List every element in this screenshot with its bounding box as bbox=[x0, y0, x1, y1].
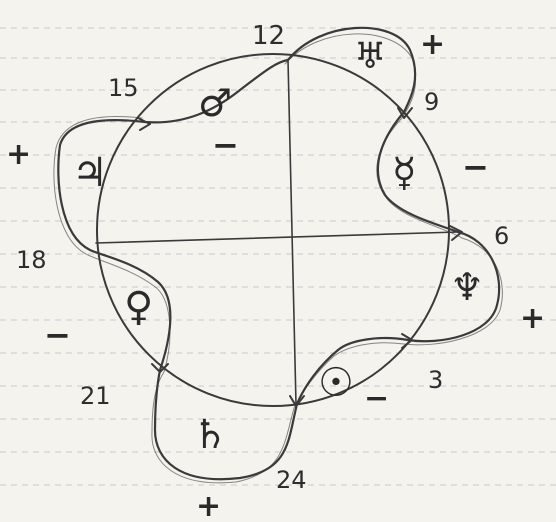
arrow-tick-3 bbox=[401, 333, 413, 349]
sign-top-right: + bbox=[420, 27, 445, 62]
hour-label-24: 24 bbox=[276, 466, 307, 494]
mars-icon: ♂ bbox=[198, 81, 232, 125]
arrow-tick-15 bbox=[137, 117, 151, 131]
horizontal-axis bbox=[95, 231, 459, 244]
sign-left: + bbox=[6, 137, 31, 172]
sign-bottom: + bbox=[196, 489, 221, 522]
sign-right-upper: − bbox=[462, 148, 489, 186]
hour-label-21: 21 bbox=[80, 382, 111, 410]
hour-label-9: 9 bbox=[424, 88, 439, 116]
sign-right-lower: + bbox=[520, 301, 545, 336]
hour-label-18: 18 bbox=[16, 246, 47, 274]
wavy-curve bbox=[57, 26, 501, 481]
arrow-tick-6 bbox=[449, 225, 463, 241]
hour-label-15: 15 bbox=[108, 74, 139, 102]
jupiter-icon: ♃ bbox=[72, 150, 108, 196]
sign-left-lower: − bbox=[44, 316, 71, 354]
neptune-icon: ♆ bbox=[450, 265, 484, 309]
hour-label-6: 6 bbox=[494, 222, 509, 250]
venus-icon: ♀ bbox=[124, 284, 153, 330]
sign-inner-upper-left: − bbox=[212, 126, 239, 164]
mercury-icon: ☿ bbox=[392, 150, 417, 196]
arrow-tick-21 bbox=[151, 363, 169, 373]
hour-label-12: 12 bbox=[252, 21, 285, 51]
hour-label-3: 3 bbox=[428, 366, 443, 394]
ruled-paper-lines bbox=[0, 27, 556, 486]
arrow-tick-24 bbox=[289, 395, 305, 407]
wavy-curve-retrace bbox=[53, 33, 503, 484]
sun-icon: ☉ bbox=[318, 360, 354, 406]
main-circle bbox=[96, 53, 450, 407]
arrow-tick-9 bbox=[397, 107, 413, 119]
saturn-icon: ♄ bbox=[192, 412, 228, 458]
sign-lower-middle-right: − bbox=[364, 381, 389, 416]
uranus-icon: ♅ bbox=[354, 36, 386, 77]
vertical-axis bbox=[287, 59, 297, 405]
